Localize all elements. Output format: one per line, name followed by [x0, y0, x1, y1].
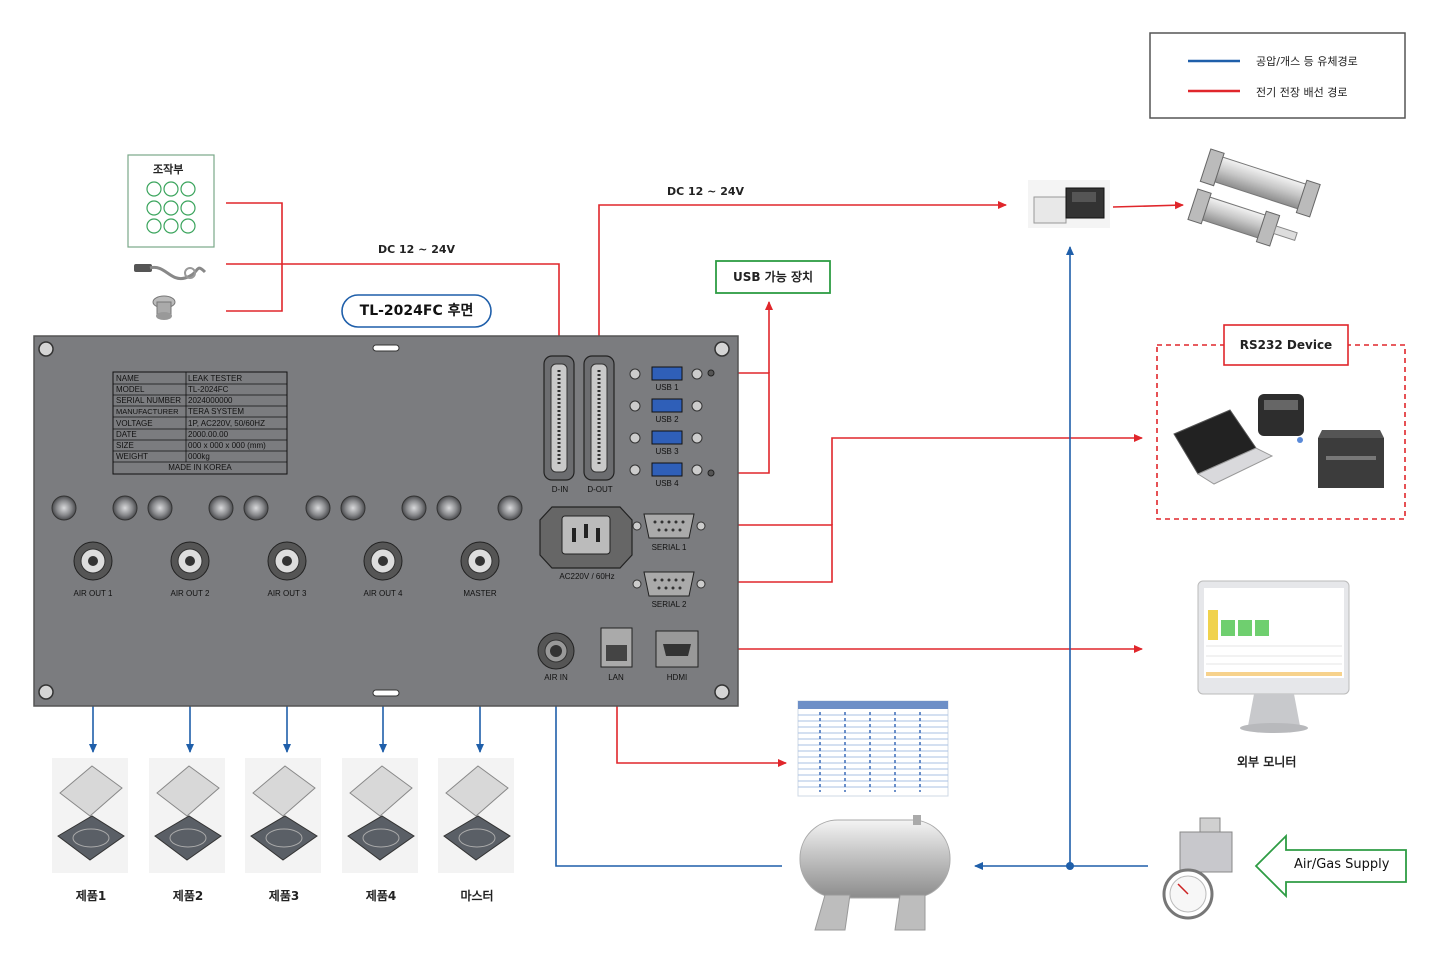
junction-dot — [1066, 862, 1074, 870]
power-inlet — [539, 506, 633, 569]
port-label-air-out-1: AIR OUT 1 — [73, 589, 113, 598]
air-cylinders — [1187, 148, 1321, 247]
product-label-3: 제품3 — [268, 889, 300, 903]
port-label-usb-1: USB 1 — [655, 383, 679, 392]
air-out-fittings — [73, 541, 500, 581]
port-label-lan: LAN — [608, 673, 624, 682]
d-in-connector — [543, 355, 575, 481]
port-label-master: MASTER — [463, 589, 497, 598]
port-label-power: AC220V / 60Hz — [559, 572, 615, 581]
product-fixtures — [52, 758, 514, 873]
port-label-usb-2: USB 2 — [655, 415, 679, 424]
product-label-2: 제품2 — [172, 889, 204, 903]
nameplate-value: TERA SYSTEM — [188, 407, 245, 416]
port-label-serial-2: SERIAL 2 — [651, 600, 687, 609]
port-label-serial-1: SERIAL 1 — [651, 543, 687, 552]
port-label-din: D-IN — [551, 485, 569, 494]
usb-ports — [629, 366, 715, 477]
nameplate-key: VOLTAGE — [116, 419, 153, 428]
port-label-usb-4: USB 4 — [655, 479, 679, 488]
title-badge: TL-2024FC 후면 — [359, 303, 474, 319]
nameplate-value: 000 x 000 x 000 (mm) — [188, 441, 266, 450]
rs232-label-box — [1223, 324, 1349, 366]
switch-button — [152, 295, 176, 320]
nameplate-key: MANUFACTURER — [116, 407, 179, 416]
sensor-cable — [134, 264, 207, 281]
control-panel-label: 조작부 — [153, 163, 184, 176]
nameplate-key: SERIAL NUMBER — [116, 396, 182, 405]
port-label-air-out-4: AIR OUT 4 — [363, 589, 403, 598]
nameplate-value: 000kg — [188, 452, 210, 461]
air-supply-label: Air/Gas Supply — [1294, 857, 1390, 872]
nameplate-key: DATE — [116, 430, 137, 439]
nameplate-value: 1P, AC220V, 50/60HZ — [188, 419, 265, 428]
nameplate-key: MODEL — [116, 385, 145, 394]
control-panel — [127, 154, 215, 248]
air-tank — [799, 815, 951, 931]
nameplate-value: TL-2024FC — [188, 385, 229, 394]
lan-port — [600, 627, 633, 668]
port-label-air-in: AIR IN — [544, 673, 568, 682]
product-label-4: 제품4 — [365, 889, 397, 903]
hdmi-port — [655, 630, 699, 668]
air-in-port — [537, 632, 575, 670]
nameplate-value: LEAK TESTER — [188, 374, 243, 383]
product-label-master: 마스터 — [460, 889, 494, 903]
nameplate-key: WEIGHT — [116, 452, 148, 461]
legend-label-pneumatic: 공압/개스 등 유체경로 — [1256, 55, 1358, 68]
rs232-label: RS232 Device — [1239, 338, 1333, 352]
title-badge-box — [341, 294, 492, 328]
electric-wiring — [226, 201, 1184, 767]
product-label-1: 제품1 — [75, 889, 107, 903]
serial-ports — [632, 513, 706, 597]
monitor-label: 외부 모니터 — [1237, 755, 1297, 769]
nameplate-value: 2024000000 — [188, 396, 233, 405]
solenoid-valve — [1028, 180, 1110, 228]
nameplate-key: NAME — [116, 374, 140, 383]
rs232-devices — [1156, 344, 1406, 520]
port-label-hdmi: HDMI — [666, 673, 688, 682]
external-monitor — [1197, 580, 1350, 733]
legend — [1149, 32, 1406, 119]
port-label-dout: D-OUT — [587, 485, 613, 494]
data-table — [797, 700, 949, 797]
nameplate-key: SIZE — [116, 441, 134, 450]
usb-device-box — [715, 260, 831, 294]
port-label-air-out-3: AIR OUT 3 — [267, 589, 307, 598]
voltage-label-dout: DC 12 ~ 24V — [667, 185, 745, 198]
legend-label-electric: 전기 전장 배선 경로 — [1256, 86, 1348, 99]
port-label-air-out-2: AIR OUT 2 — [170, 589, 210, 598]
nameplate-footer: MADE IN KOREA — [168, 463, 232, 472]
air-regulator — [1162, 817, 1233, 920]
port-label-usb-3: USB 3 — [655, 447, 679, 456]
nameplate-value: 2000.00.00 — [188, 430, 229, 439]
rear-panel — [33, 335, 739, 707]
d-out-connector — [583, 355, 615, 481]
usb-device-label: USB 가능 장치 — [732, 270, 814, 284]
voltage-label-din: DC 12 ~ 24V — [378, 243, 456, 256]
air-supply-arrow — [1254, 833, 1407, 899]
